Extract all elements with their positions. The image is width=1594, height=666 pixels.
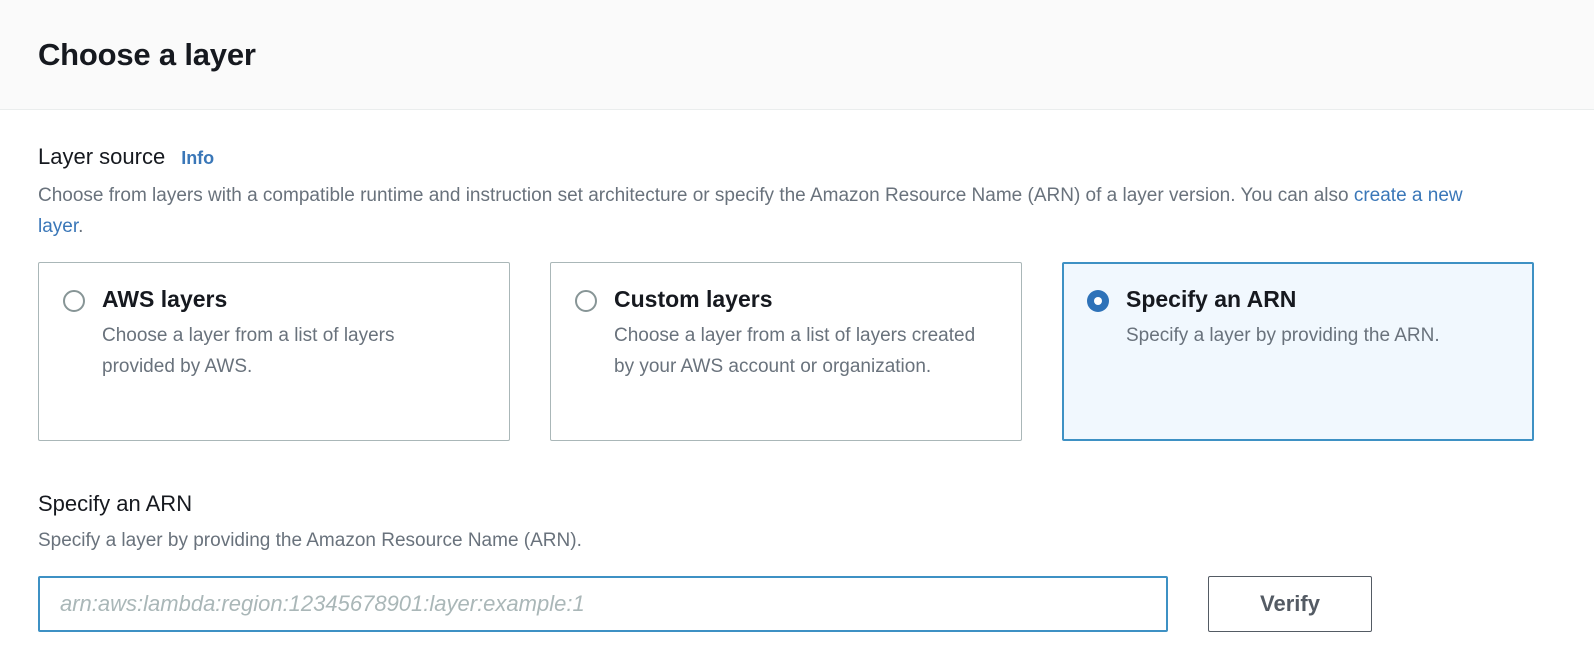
radio-card-aws-layers[interactable]: AWS layers Choose a layer from a list of… (38, 261, 510, 441)
radio-description-custom-layers: Choose a layer from a list of layers cre… (614, 324, 976, 377)
radio-card-specify-an-arn[interactable]: Specify an ARN Specify a layer by provid… (1062, 261, 1534, 441)
layer-source-description: Choose from layers with a compatible run… (38, 181, 1478, 243)
radio-description-aws-layers: Choose a layer from a list of layers pro… (102, 324, 395, 377)
layer-source-radio-group: AWS layers Choose a layer from a list of… (38, 261, 1556, 441)
create-a-new-layer-link[interactable]: create a new layer (38, 185, 1463, 237)
modal-body: Layer source Info Choose from layers wit… (0, 110, 1594, 666)
specify-arn-section: Specify an ARN Specify a layer by provid… (38, 491, 1556, 633)
specify-arn-label: Specify an ARN (38, 490, 193, 516)
arn-input[interactable] (38, 576, 1168, 633)
modal-header: Choose a layer (0, 0, 1594, 110)
verify-button[interactable]: Verify (1208, 576, 1372, 633)
radio-icon-custom-layers[interactable] (575, 289, 597, 312)
layer-source-label-row: Layer source Info (38, 144, 1556, 170)
radio-icon-specify-an-arn[interactable] (1087, 289, 1109, 312)
radio-icon-aws-layers[interactable] (63, 289, 85, 312)
specify-arn-input-row: Verify (38, 576, 1556, 633)
specify-arn-description: Specify a layer by providing the Amazon … (38, 529, 582, 551)
layer-source-description-text: Choose from layers with a compatible run… (38, 185, 1354, 206)
page-title: Choose a layer (38, 36, 256, 72)
layer-source-label: Layer source (38, 144, 166, 169)
radio-title-specify-an-arn: Specify an ARN (1126, 285, 1297, 312)
layer-source-description-suffix: . (78, 215, 84, 237)
radio-card-custom-layers[interactable]: Custom layers Choose a layer from a list… (550, 261, 1022, 441)
radio-title-aws-layers: AWS layers (102, 285, 228, 312)
radio-description-specify-an-arn: Specify a layer by providing the ARN. (1126, 324, 1440, 346)
info-link[interactable]: Info (181, 148, 215, 168)
radio-title-custom-layers: Custom layers (614, 285, 773, 312)
